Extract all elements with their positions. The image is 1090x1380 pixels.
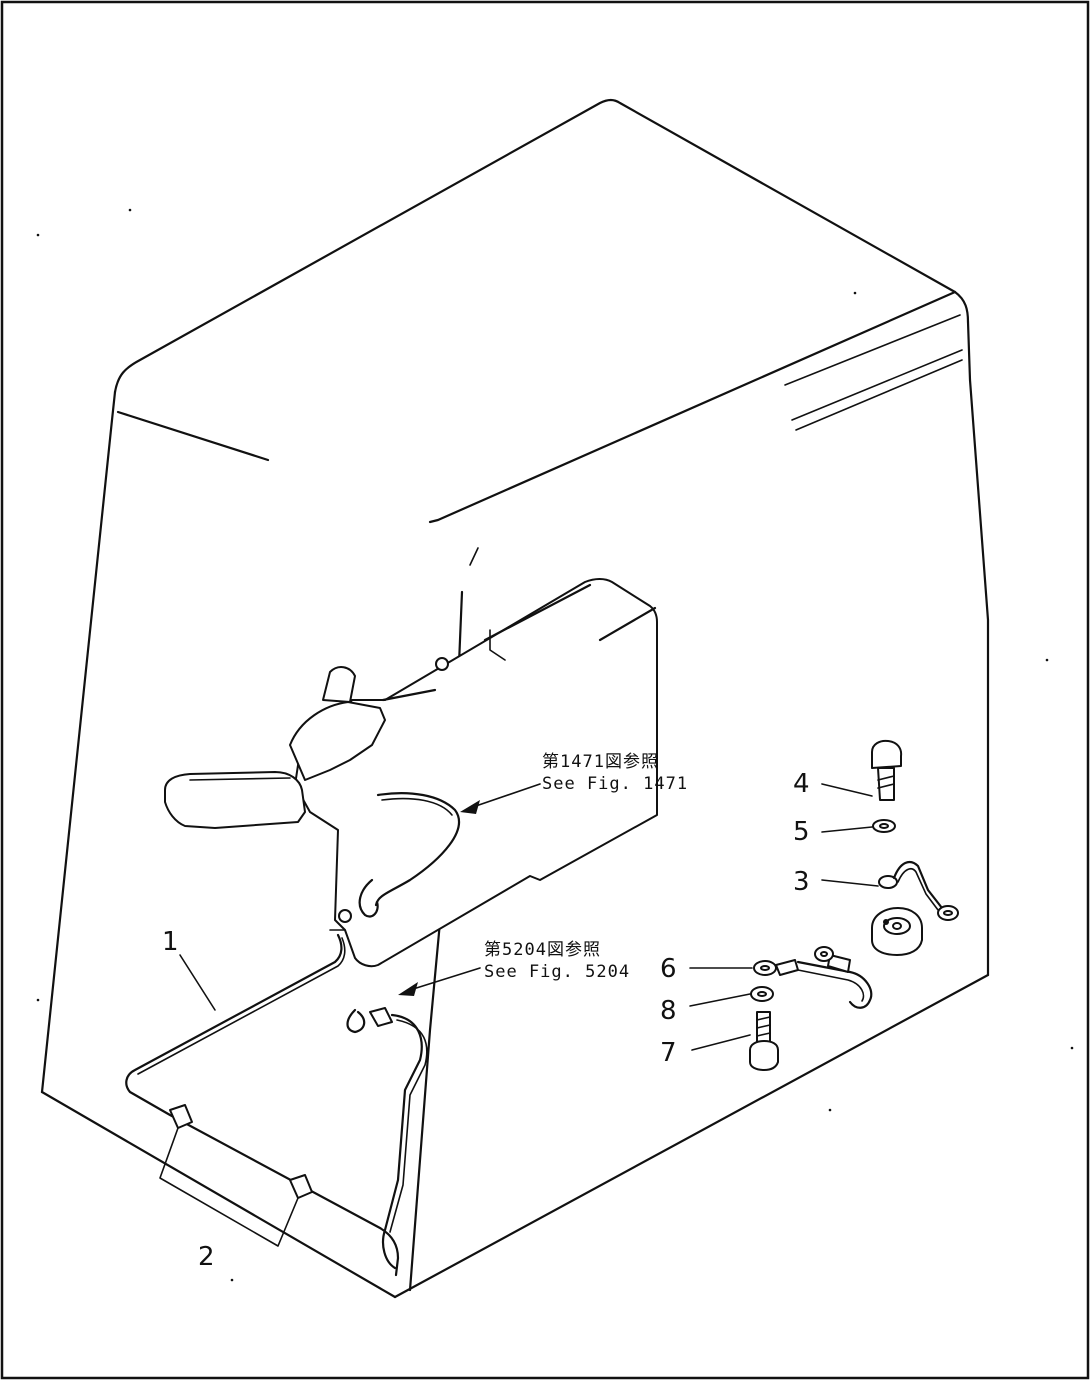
callout-7: 7	[660, 1038, 677, 1068]
ref-1471-jp: 第1471図参照	[542, 752, 659, 772]
leader-lines	[179, 783, 879, 1051]
callout-6: 6	[660, 954, 677, 984]
bolt-7	[749, 1011, 779, 1071]
ref-1471-en: See Fig. 1471	[542, 774, 688, 794]
ref-5204-en: See Fig. 5204	[484, 962, 630, 982]
cab-housing	[40, 98, 990, 1299]
washer-8	[750, 986, 774, 1002]
clamp-2	[289, 1174, 313, 1199]
callout-2: 2	[198, 1242, 215, 1272]
wire-harness	[125, 933, 400, 1277]
ground-cable-3	[878, 860, 959, 921]
ref-5204-jp: 第5204図参照	[484, 940, 601, 960]
clamp-1	[169, 1104, 193, 1129]
washer-5	[872, 819, 896, 833]
bolt-4	[871, 739, 903, 801]
callout-1: 1	[162, 927, 179, 957]
mount-boss	[871, 907, 923, 956]
heater-unit	[164, 578, 658, 968]
callout-4: 4	[793, 769, 810, 799]
scan-specks	[36, 208, 1074, 1282]
cable-6	[753, 946, 873, 1009]
callout-5: 5	[793, 817, 810, 847]
callout-8: 8	[660, 996, 677, 1026]
harness-connector	[346, 1007, 428, 1270]
callout-3: 3	[793, 867, 810, 897]
